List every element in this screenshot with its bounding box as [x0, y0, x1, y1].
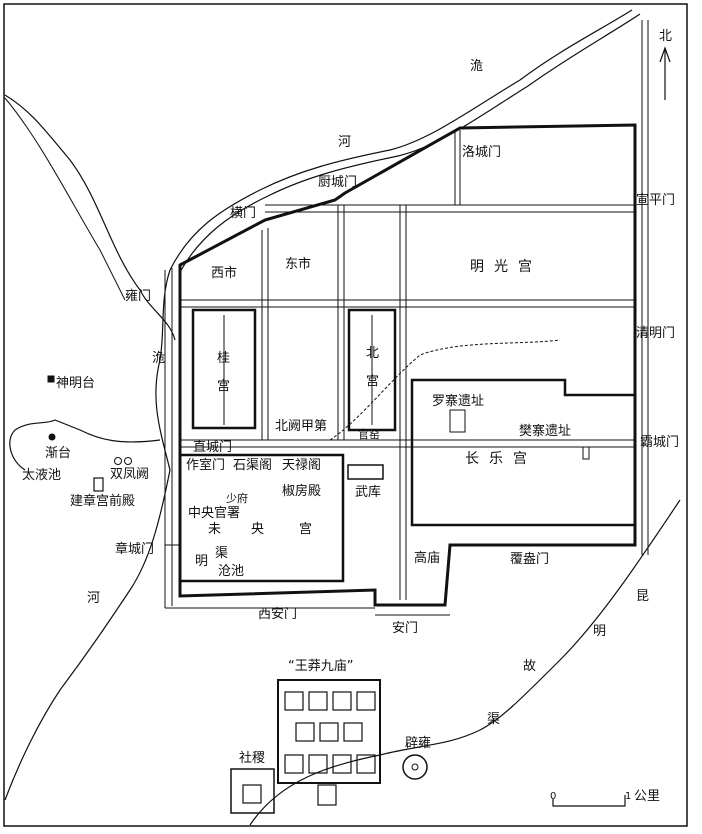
shenmingtai-marker	[47, 375, 55, 383]
west-stream	[4, 94, 176, 341]
gate-label: 覆盎门	[510, 552, 550, 567]
city-roads	[164, 20, 649, 616]
kunming-canal	[249, 499, 681, 826]
district-label: 高庙	[414, 551, 441, 566]
city-wall	[178, 123, 637, 607]
river-label: 河	[338, 135, 352, 150]
river-label: 洈	[152, 351, 166, 366]
district-label: 沧池	[218, 564, 245, 579]
district-label: 西市	[211, 266, 238, 281]
place-label: 建章宫前殿	[70, 494, 136, 509]
place-label: 太液池	[22, 468, 62, 483]
gate-label: 安门	[392, 621, 419, 636]
west-stream-bank	[4, 97, 126, 301]
district-label: 石渠阁	[233, 458, 273, 473]
biyong	[402, 754, 428, 780]
place-label: 社稷	[239, 751, 266, 766]
district-label: 桂宫	[217, 351, 231, 394]
gate-label: 厨城门	[318, 175, 358, 190]
north-river	[4, 9, 641, 801]
water-channel	[329, 339, 561, 441]
district-label: 长乐宫	[465, 451, 537, 467]
gate-label: 直城门	[193, 440, 233, 455]
sheji-altar	[230, 768, 275, 814]
district-label: 樊寨遗址	[519, 424, 572, 439]
district-label: 央	[251, 522, 265, 537]
district-label: 宫	[299, 522, 313, 537]
river-label: 洈	[470, 59, 484, 74]
gate-label: 作室门	[186, 458, 226, 473]
place-label: 双凤阙	[110, 467, 150, 482]
canal-label: 明	[195, 554, 209, 569]
canal-label: 明	[593, 624, 607, 639]
place-label: 渐台	[45, 446, 72, 461]
district-label: 天禄阁	[282, 458, 322, 473]
gate-label: 横门	[230, 206, 257, 221]
canal-label: 故	[523, 659, 537, 674]
north-arrow-head-icon	[659, 46, 671, 63]
canal-label: 渠	[487, 712, 501, 727]
district-label: 罗寨遗址	[432, 394, 485, 409]
district-label: 椒房殿	[282, 484, 322, 499]
gate-label: 章城门	[115, 542, 155, 557]
scale-unit: 公里	[634, 789, 661, 804]
district-label: 少府	[226, 492, 248, 505]
scale-one: 1	[625, 791, 632, 802]
district-label: 未	[208, 522, 222, 537]
place-label: 辟雍	[405, 736, 432, 751]
scale-zero: 0	[550, 791, 557, 802]
place-label: 神明台	[56, 376, 96, 391]
luozhai-site	[449, 409, 466, 433]
district-label: 中央官署	[188, 506, 241, 521]
gate-label: 洛城门	[462, 145, 502, 160]
taiye-pond	[9, 419, 161, 471]
scale-bar	[552, 795, 626, 807]
gate-label: 宣平门	[636, 193, 676, 208]
nine-temples	[277, 679, 381, 784]
district-label: 明光宫	[470, 259, 542, 275]
gate-label: 西安门	[258, 607, 298, 622]
district-label: 武库	[355, 485, 382, 500]
gate-label: 清明门	[636, 326, 676, 341]
canal-label: 渠	[215, 546, 229, 561]
place-label: “王莽九庙”	[288, 659, 354, 674]
gate-label: 霸城门	[640, 435, 680, 450]
changle-palace	[410, 378, 637, 527]
temple-blocks	[284, 691, 376, 774]
north-label: 北	[659, 29, 673, 44]
canal-label: 昆	[636, 589, 650, 604]
gui-palace	[191, 308, 257, 430]
district-label: 官窑	[358, 428, 380, 441]
bei-palace	[347, 308, 397, 432]
district-label: 北宫	[366, 346, 380, 389]
map-frame	[3, 3, 688, 827]
district-label: 东市	[285, 257, 312, 272]
weiyang-palace	[178, 453, 345, 583]
river-label: 河	[87, 591, 101, 606]
district-label: 北阙甲第	[275, 419, 328, 434]
gate-label: 雍门	[125, 289, 152, 304]
armory	[347, 464, 384, 480]
